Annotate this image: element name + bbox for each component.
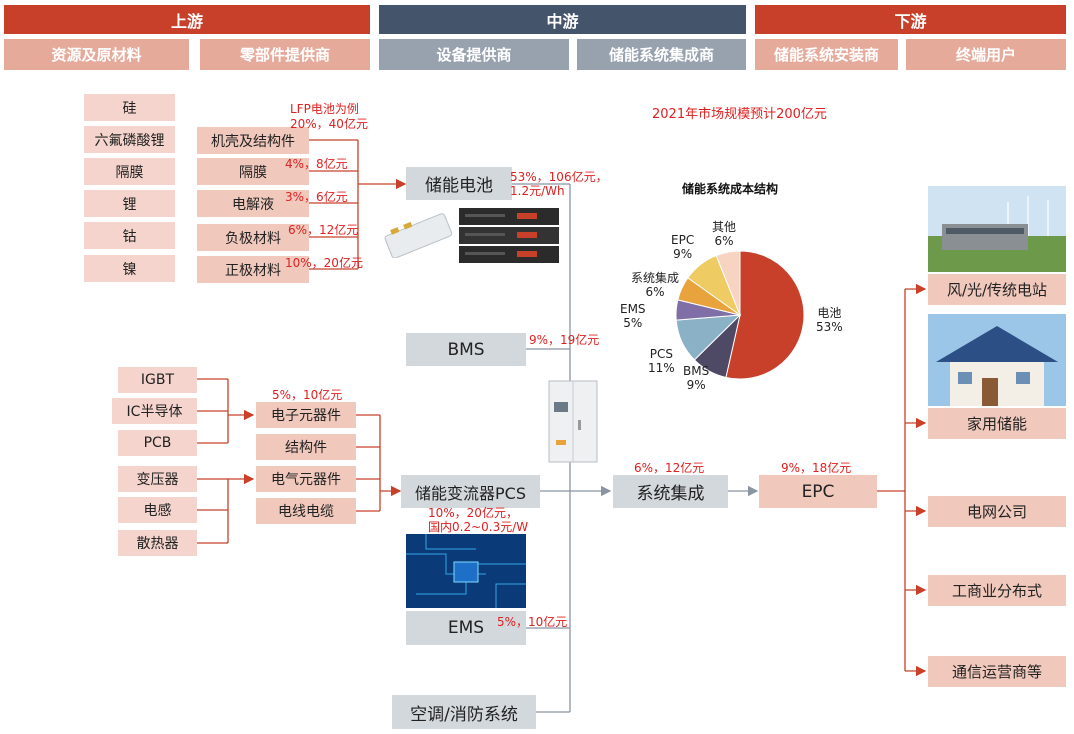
pie-label-name: EPC bbox=[671, 233, 695, 247]
pie-label-ems: EMS 5% bbox=[620, 302, 646, 330]
power-station-image bbox=[928, 186, 1066, 272]
pie-label-value: 9% bbox=[686, 378, 706, 392]
end-user-telecom: 通信运营商等 bbox=[928, 656, 1066, 687]
pie-label-battery: 电池 53% bbox=[816, 306, 843, 334]
raw-material-box: 镍 bbox=[84, 255, 175, 282]
pcs-cost-note: 10%，20亿元， bbox=[428, 506, 518, 520]
raw-pcs-box: IC半导体 bbox=[112, 398, 197, 424]
raw-pcs-box: 电感 bbox=[118, 497, 197, 523]
battery-part-box: 负极材料 bbox=[197, 224, 309, 251]
pcs-parts-note: 5%，10亿元 bbox=[272, 388, 343, 402]
battery-part-box: 正极材料 bbox=[197, 256, 309, 283]
end-user-home-storage: 家用储能 bbox=[928, 408, 1066, 439]
battery-cost-note: 53%，106亿元， bbox=[510, 170, 608, 184]
raw-pcs-box: 散热器 bbox=[118, 530, 197, 556]
raw-material-box: 硅 bbox=[84, 94, 175, 121]
battery-part-note: 20%，40亿元 bbox=[290, 117, 368, 131]
pie-label-integration: 系统集成 6% bbox=[631, 271, 679, 299]
raw-material-box: 钴 bbox=[84, 222, 175, 249]
battery-part-note: 4%，8亿元 bbox=[285, 157, 348, 171]
pie-label-value: 6% bbox=[714, 234, 734, 248]
battery-part-note: 6%，12亿元 bbox=[288, 223, 359, 237]
integration-cost-note: 6%，12亿元 bbox=[634, 461, 705, 475]
battery-rack-image bbox=[457, 206, 561, 264]
cost-structure-pie bbox=[675, 250, 805, 380]
sub-end-user: 终端用户 bbox=[906, 39, 1066, 70]
equipment-battery: 储能电池 bbox=[406, 167, 512, 200]
home-solar-image bbox=[928, 314, 1066, 406]
pie-label-name: BMS bbox=[683, 364, 710, 378]
pcs-cost-note: 国内0.2~0.3元/W bbox=[428, 520, 529, 534]
sub-installer: 储能系统安装商 bbox=[755, 39, 898, 70]
sub-equipment: 设备提供商 bbox=[379, 39, 569, 70]
equipment-bms: BMS bbox=[406, 333, 526, 366]
ems-circuit-image bbox=[406, 534, 526, 608]
battery-cell-image bbox=[380, 212, 456, 258]
pie-label-name: PCS bbox=[649, 347, 673, 361]
raw-material-box: 锂 bbox=[84, 190, 175, 217]
battery-part-note: 10%，20亿元 bbox=[285, 256, 363, 270]
end-user-commercial: 工商业分布式 bbox=[928, 575, 1066, 606]
raw-pcs-box: IGBT bbox=[118, 367, 197, 393]
pie-label-value: 11% bbox=[648, 361, 675, 375]
pcs-part-box: 电线电缆 bbox=[256, 498, 356, 524]
market-size-note: 2021年市场规模预计200亿元 bbox=[652, 107, 827, 122]
pie-label-name: 其他 bbox=[712, 220, 737, 234]
bms-cost-note: 9%，19亿元 bbox=[529, 333, 600, 347]
pie-title: 储能系统成本结构 bbox=[682, 182, 779, 196]
sub-components: 零部件提供商 bbox=[200, 39, 370, 70]
end-user-power-station: 风/光/传统电站 bbox=[928, 274, 1066, 305]
raw-material-box: 隔膜 bbox=[84, 158, 175, 185]
raw-pcs-box: PCB bbox=[118, 430, 197, 456]
pie-label-name: EMS bbox=[620, 302, 646, 316]
stage-upstream: 上游 bbox=[4, 5, 370, 34]
pie-label-value: 6% bbox=[645, 285, 665, 299]
end-user-grid-company: 电网公司 bbox=[928, 496, 1066, 527]
epc-cost-note: 9%，18亿元 bbox=[781, 461, 852, 475]
pcs-cabinet-image bbox=[548, 380, 598, 463]
pie-label-name: 系统集成 bbox=[631, 271, 680, 285]
pie-slice-1 bbox=[725, 250, 805, 380]
equipment-pcs: 储能变流器PCS bbox=[401, 475, 540, 508]
equipment-ems: EMS bbox=[406, 611, 526, 645]
battery-part-box: 隔膜 bbox=[197, 158, 309, 185]
battery-part-box: 电解液 bbox=[197, 190, 309, 217]
sub-raw-materials: 资源及原材料 bbox=[4, 39, 189, 70]
raw-material-box: 六氟磷酸锂 bbox=[84, 126, 175, 153]
ems-cost-note: 5%，10亿元 bbox=[497, 615, 568, 629]
pie-label-value: 9% bbox=[673, 247, 693, 261]
battery-note-header: LFP电池为例 bbox=[290, 102, 359, 116]
pie-slice-7 bbox=[715, 250, 741, 316]
pie-label-epc: EPC 9% bbox=[671, 233, 694, 261]
pcs-part-box: 结构件 bbox=[256, 434, 356, 460]
battery-part-box: 机壳及结构件 bbox=[197, 127, 309, 154]
raw-pcs-box: 变压器 bbox=[118, 466, 197, 492]
stage-downstream: 下游 bbox=[755, 5, 1066, 34]
epc-box: EPC bbox=[759, 475, 877, 508]
battery-cost-note: 1.2元/Wh bbox=[510, 184, 565, 198]
pie-label-bms: BMS 9% bbox=[683, 364, 709, 392]
pie-label-value: 5% bbox=[623, 316, 643, 330]
pcs-part-box: 电子元器件 bbox=[256, 402, 356, 428]
stage-midstream: 中游 bbox=[379, 5, 746, 34]
pie-label-pcs: PCS 11% bbox=[648, 347, 675, 375]
pie-label-other: 其他 6% bbox=[712, 220, 736, 248]
equipment-hvac: 空调/消防系统 bbox=[392, 695, 536, 729]
sub-integrator: 储能系统集成商 bbox=[577, 39, 746, 70]
pie-label-value: 53% bbox=[816, 320, 843, 334]
pcs-part-box: 电气元器件 bbox=[256, 466, 356, 492]
system-integration: 系统集成 bbox=[613, 475, 728, 508]
battery-part-note: 3%，6亿元 bbox=[285, 190, 348, 204]
pie-label-name: 电池 bbox=[817, 306, 842, 320]
